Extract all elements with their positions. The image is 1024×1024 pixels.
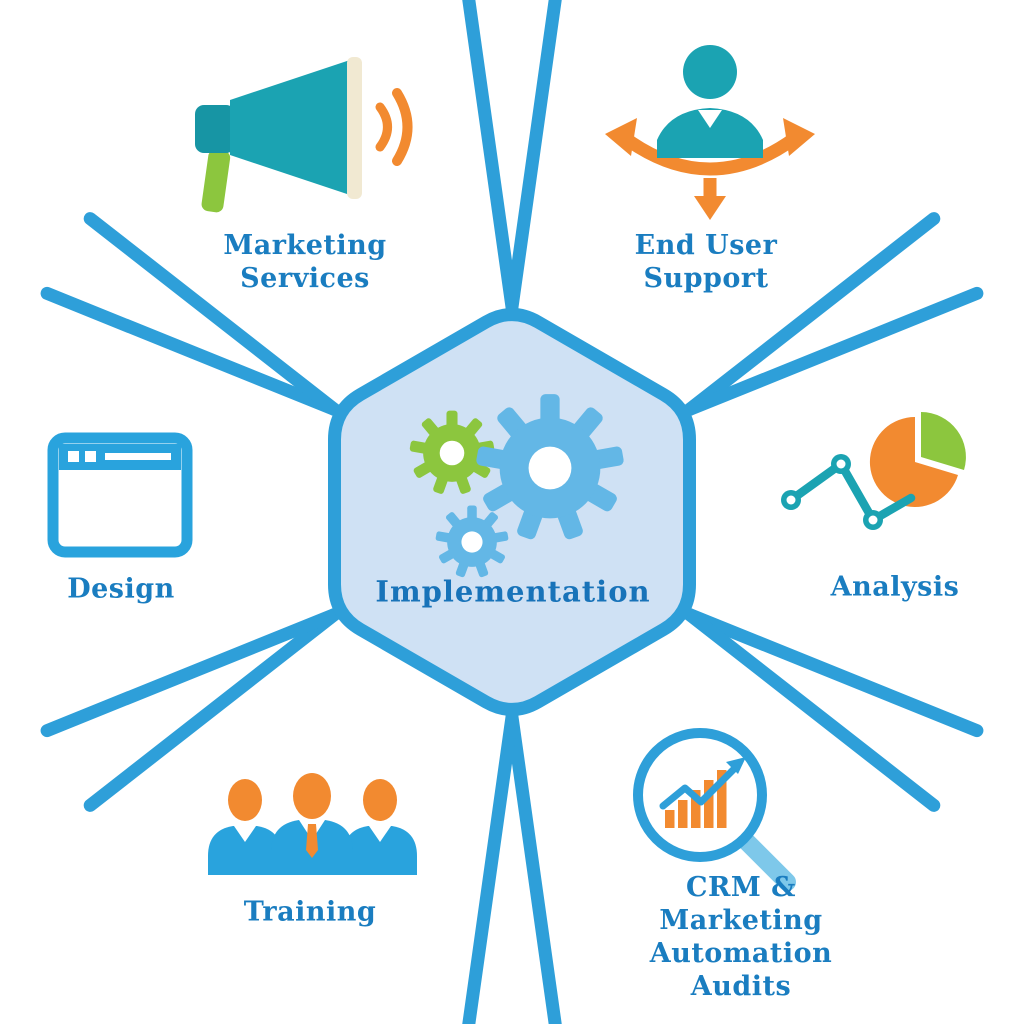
label-implementation: Implementation	[375, 574, 651, 609]
browser-window-icon	[47, 432, 193, 558]
label-marketing-services: Marketing Services	[223, 230, 387, 294]
gears-icon	[409, 394, 625, 578]
megaphone-handle	[201, 149, 231, 213]
person-right	[343, 779, 417, 875]
person-center	[271, 773, 353, 875]
collar	[698, 110, 722, 128]
pie-line-chart-icon	[781, 412, 966, 530]
megaphone-rim	[347, 57, 362, 199]
titlebar-controls	[68, 451, 171, 462]
bar-chart	[665, 770, 727, 828]
megaphone-icon	[195, 57, 413, 213]
user-bust	[657, 45, 763, 158]
label-crm-audits: CRM & Marketing Automation Audits	[649, 872, 833, 1002]
label-design: Design	[67, 573, 175, 605]
line-chart	[781, 454, 916, 530]
growth-arrow	[659, 757, 746, 810]
magnifier-handle	[737, 832, 796, 891]
label-training: Training	[243, 896, 377, 928]
user-arrows-icon	[605, 45, 815, 220]
label-analysis: Analysis	[830, 571, 960, 603]
pie-chart	[869, 412, 966, 507]
spoke-lines	[40, 0, 984, 1024]
person-left	[208, 779, 282, 875]
megaphone-back	[195, 105, 235, 153]
megaphone-horn	[230, 60, 350, 195]
center-hexagon	[328, 308, 696, 716]
sound-waves	[375, 88, 413, 166]
people-group-icon	[208, 773, 417, 875]
direction-arrows	[605, 118, 815, 220]
magnifier-bar-chart-icon	[633, 728, 796, 891]
label-end-user-support: End User Support	[634, 230, 778, 294]
